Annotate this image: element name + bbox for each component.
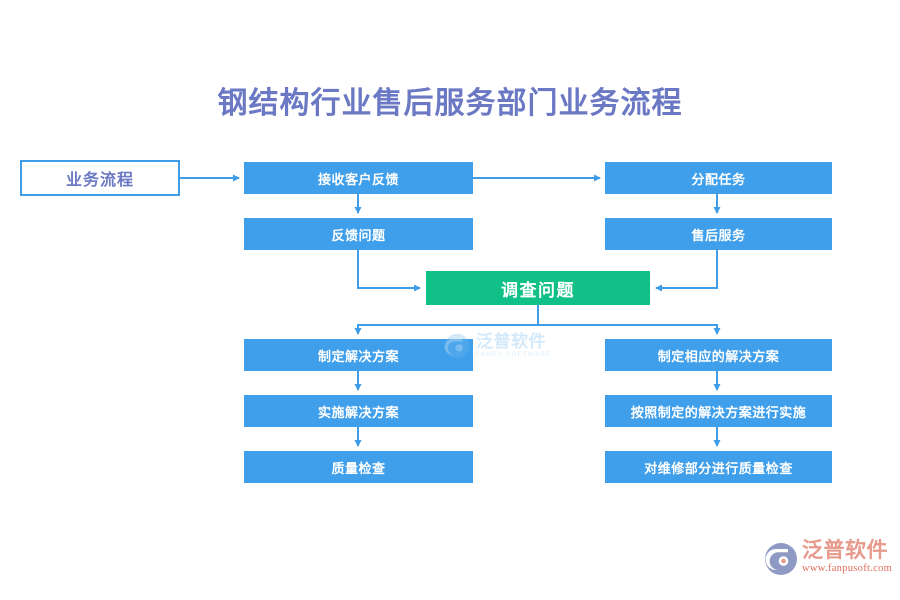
node-receive-feedback[interactable]: 接收客户反馈	[244, 162, 473, 194]
connector-investigate-split-left	[354, 305, 539, 335]
logo-cn-text: 泛普软件	[802, 539, 888, 562]
node-left-quality-check[interactable]: 质量检查	[244, 451, 473, 483]
node-after-sales-service[interactable]: 售后服务	[605, 218, 832, 250]
fanpu-logo-icon	[765, 543, 797, 575]
watermark-en-text: FANPU SOFTWARE	[476, 351, 552, 359]
node-right-make-plan[interactable]: 制定相应的解决方案	[605, 339, 832, 371]
connector-service-to-investigate	[655, 250, 718, 292]
node-assign-task[interactable]: 分配任务	[605, 162, 832, 194]
connector-investigate-split-right	[538, 324, 721, 335]
node-left-make-plan[interactable]: 制定解决方案	[244, 339, 473, 371]
node-investigate-issue[interactable]: 调查问题	[426, 271, 650, 305]
node-entry-label[interactable]: 业务流程	[20, 160, 180, 196]
logo-url-text: www.fanpusoft.com	[802, 563, 893, 575]
node-left-implement-plan[interactable]: 实施解决方案	[244, 395, 473, 427]
node-right-implement-plan[interactable]: 按照制定的解决方案进行实施	[605, 395, 832, 427]
brand-logo: 泛普软件 www.fanpusoft.com	[764, 539, 893, 588]
connector-issue-to-investigate	[357, 250, 421, 292]
node-feedback-issue[interactable]: 反馈问题	[244, 218, 473, 250]
watermark-cn-text: 泛普软件	[476, 332, 546, 352]
node-right-quality-check[interactable]: 对维修部分进行质量检查	[605, 451, 832, 483]
page-title: 钢结构行业售后服务部门业务流程	[217, 87, 683, 120]
